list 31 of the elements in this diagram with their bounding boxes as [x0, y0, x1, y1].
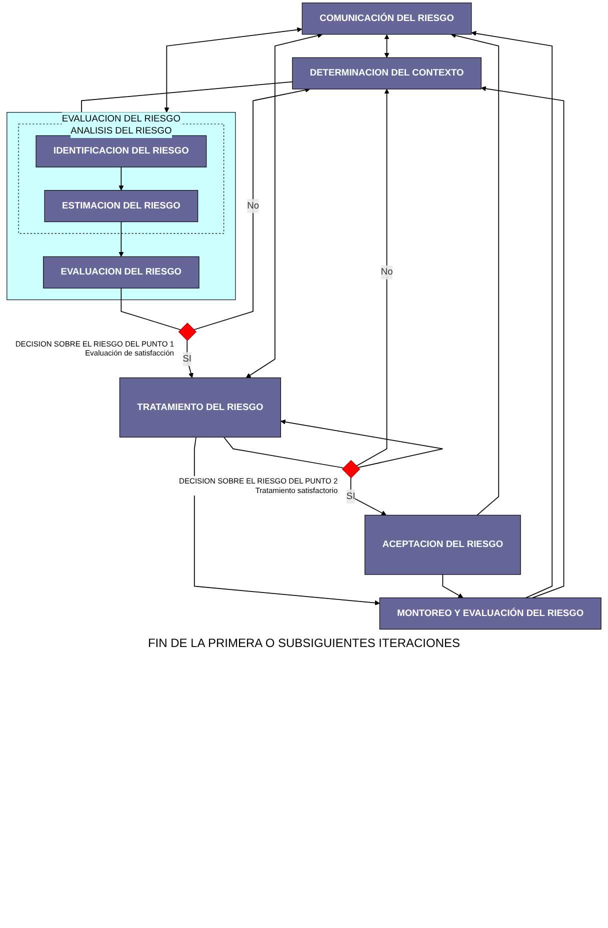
- arrow: [194, 436, 380, 606]
- node-box: EVALUACION DEL RIESGO: [43, 256, 200, 288]
- node-box: ESTIMACION DEL RIESGO: [44, 190, 198, 222]
- connector: [120, 288, 181, 330]
- arrow: [350, 477, 386, 516]
- edge-label: SI: [346, 491, 356, 502]
- arrow: [480, 86, 564, 598]
- node-box: COMUNICACIÓN DEL RIESGO: [302, 2, 472, 35]
- arrow: [471, 30, 553, 598]
- node-box: DETERMINACION DEL CONTEXTO: [292, 57, 482, 90]
- arrow: [442, 574, 464, 598]
- edge-label: SI: [182, 354, 192, 364]
- arrow: [246, 33, 323, 378]
- connector: [223, 436, 344, 468]
- arrow: [384, 34, 390, 58]
- arrow: [118, 221, 124, 257]
- arrow: [193, 87, 310, 330]
- arrow: [280, 419, 444, 468]
- edge-label: No: [247, 200, 259, 211]
- arrow: [450, 32, 500, 516]
- node-diamond: [178, 322, 197, 341]
- edge-label: No: [380, 267, 393, 278]
- node-box: MONTOREO Y EVALUACIÓN DEL RIESGO: [379, 598, 602, 630]
- arrow: [356, 88, 390, 466]
- node-box: TRATAMIENTO DEL RIESGO: [119, 377, 282, 438]
- arrow: [164, 27, 302, 113]
- footer-note: FIN DE LA PRIMERA O SUBSIGUIENTES ITERACIONES: [146, 636, 462, 650]
- node-box: ACEPTACION DEL RIESGO: [364, 514, 521, 575]
- arrow: [118, 166, 124, 191]
- node-diamond: [342, 460, 360, 478]
- node-box: IDENTIFICACION DEL RIESGO: [36, 135, 207, 168]
